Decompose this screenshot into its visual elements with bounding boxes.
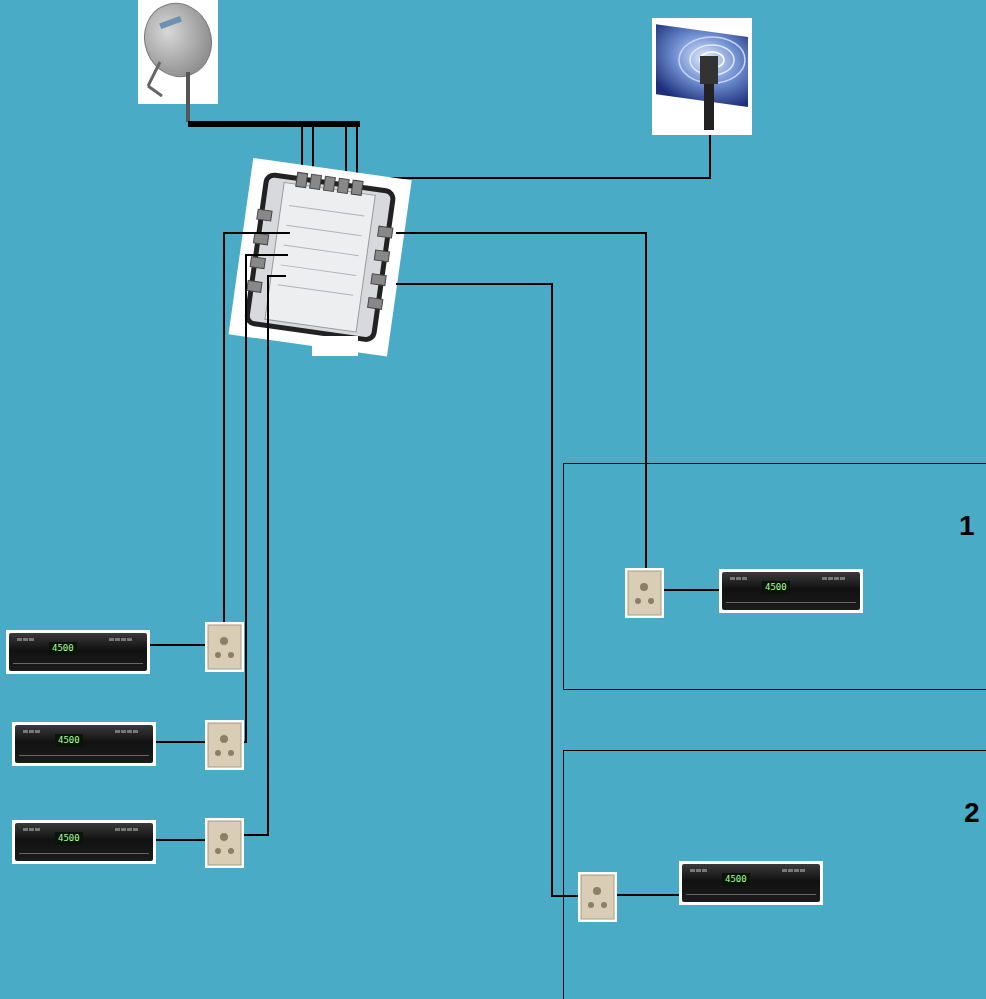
receiver-vent xyxy=(23,730,28,733)
receiver-housing: 4500 xyxy=(15,823,153,861)
receiver-vent xyxy=(822,577,827,580)
receiver-vent xyxy=(702,869,707,872)
receiver-vent xyxy=(742,577,747,580)
room-number: 2 xyxy=(964,799,980,827)
receiver-vent xyxy=(23,638,28,641)
receiver-vent xyxy=(115,638,120,641)
receiver-vent xyxy=(29,730,34,733)
receiver-vent xyxy=(121,828,126,831)
receiver-vent xyxy=(121,730,126,733)
receiver-trim xyxy=(19,853,149,854)
receiver-housing: 4500 xyxy=(9,633,147,671)
receiver-housing: 4500 xyxy=(722,572,860,610)
receiver-vent xyxy=(133,730,138,733)
room-number: 1 xyxy=(959,512,975,540)
receiver-vent xyxy=(730,577,735,580)
receiver-vent xyxy=(127,828,132,831)
receiver-vent xyxy=(127,638,132,641)
receiver-vent xyxy=(115,730,120,733)
receiver-vent xyxy=(736,577,741,580)
receiver-vent xyxy=(29,638,34,641)
satellite-dish xyxy=(134,0,221,122)
receiver-vent xyxy=(29,828,34,831)
receiver-trim xyxy=(19,755,149,756)
satellite-receiver: 4500 xyxy=(6,630,150,674)
satellite-receiver: 4500 xyxy=(719,569,863,613)
receiver-vent xyxy=(109,638,114,641)
receiver-vent xyxy=(35,828,40,831)
receiver-vent xyxy=(115,828,120,831)
satellite-receiver: 4500 xyxy=(679,861,823,905)
receiver-vent xyxy=(35,730,40,733)
receiver-housing: 4500 xyxy=(682,864,820,902)
receiver-vent xyxy=(782,869,787,872)
receiver-vent xyxy=(834,577,839,580)
receiver-display: 4500 xyxy=(55,734,83,747)
satellite-receiver: 4500 xyxy=(12,722,156,766)
receiver-vent xyxy=(23,828,28,831)
wall-socket xyxy=(205,568,664,922)
receiver-vent xyxy=(127,730,132,733)
receiver-vent xyxy=(828,577,833,580)
multiswitch xyxy=(229,158,412,357)
receiver-display: 4500 xyxy=(762,581,790,594)
receiver-vent xyxy=(794,869,799,872)
receiver-vent xyxy=(17,638,22,641)
room-outline: 1 4500 xyxy=(563,463,986,690)
output-cables xyxy=(224,233,646,896)
receiver-display: 4500 xyxy=(49,642,77,655)
receiver-vent xyxy=(840,577,845,580)
receiver-trim xyxy=(13,663,143,664)
receiver-trim xyxy=(686,894,816,895)
receiver-vent xyxy=(696,869,701,872)
receiver-vent xyxy=(121,638,126,641)
receiver-display: 4500 xyxy=(722,873,750,886)
terrestrial-antenna xyxy=(652,18,752,135)
receiver-housing: 4500 xyxy=(15,725,153,763)
receiver-display: 4500 xyxy=(55,832,83,845)
receiver-vent xyxy=(133,828,138,831)
receiver-trim xyxy=(726,602,856,603)
receiver-vent xyxy=(800,869,805,872)
receiver-vent xyxy=(788,869,793,872)
satellite-receiver: 4500 xyxy=(12,820,156,864)
receiver-vent xyxy=(690,869,695,872)
room-outline: 2 4500 xyxy=(563,750,986,999)
patch-cables xyxy=(144,590,722,895)
